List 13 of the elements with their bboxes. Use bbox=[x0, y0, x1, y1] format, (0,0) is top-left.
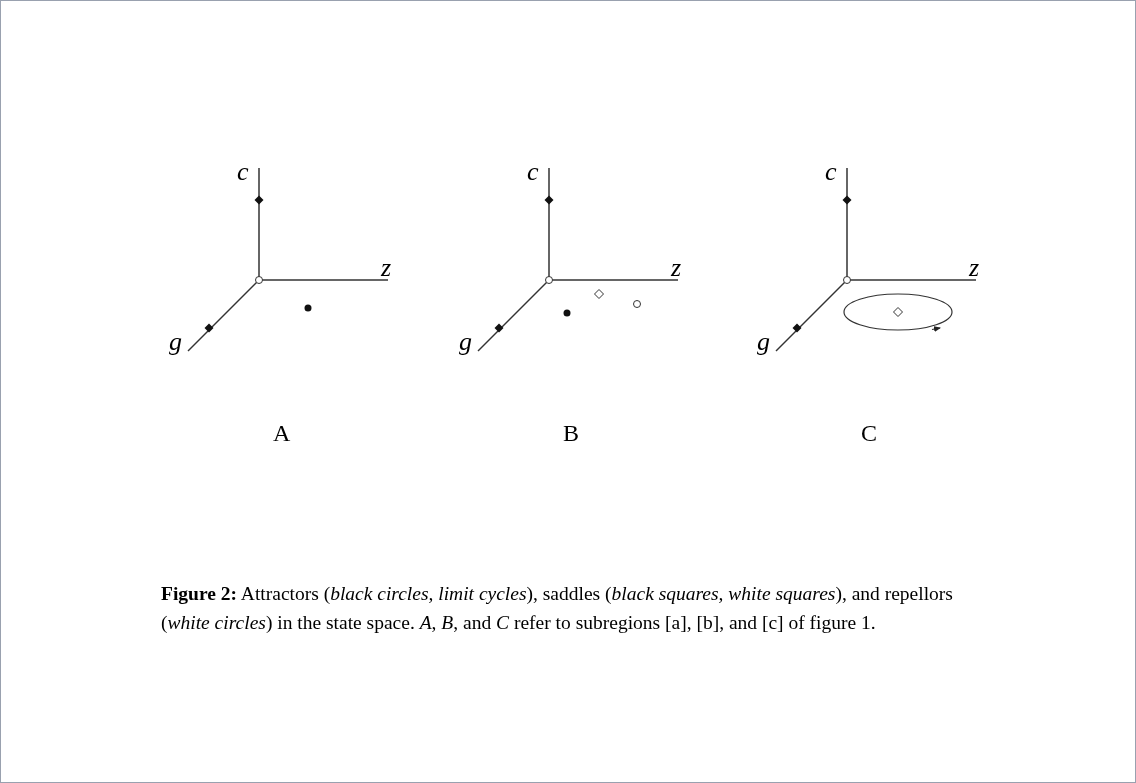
panel-label: B bbox=[563, 421, 579, 445]
panel-label: C bbox=[861, 421, 877, 445]
figure-caption: Figure 2: Attractors (black circles, limit cycles), saddles (black squares, white squares), and repellors (white circles) in the state space. A, B, and C refer to subregions [a], [b], and [c] of figure 1. bbox=[161, 582, 954, 635]
axis-label: c bbox=[527, 159, 539, 185]
panel-label: A bbox=[273, 421, 291, 445]
axis-label: z bbox=[969, 255, 980, 281]
axis-label: c bbox=[237, 159, 249, 185]
axis-label: z bbox=[381, 255, 392, 281]
axis-label: z bbox=[671, 255, 682, 281]
axis-label: g bbox=[169, 329, 182, 355]
axis-label: g bbox=[459, 329, 472, 355]
axis-label: c bbox=[825, 159, 837, 185]
axis-label: g bbox=[757, 329, 770, 355]
